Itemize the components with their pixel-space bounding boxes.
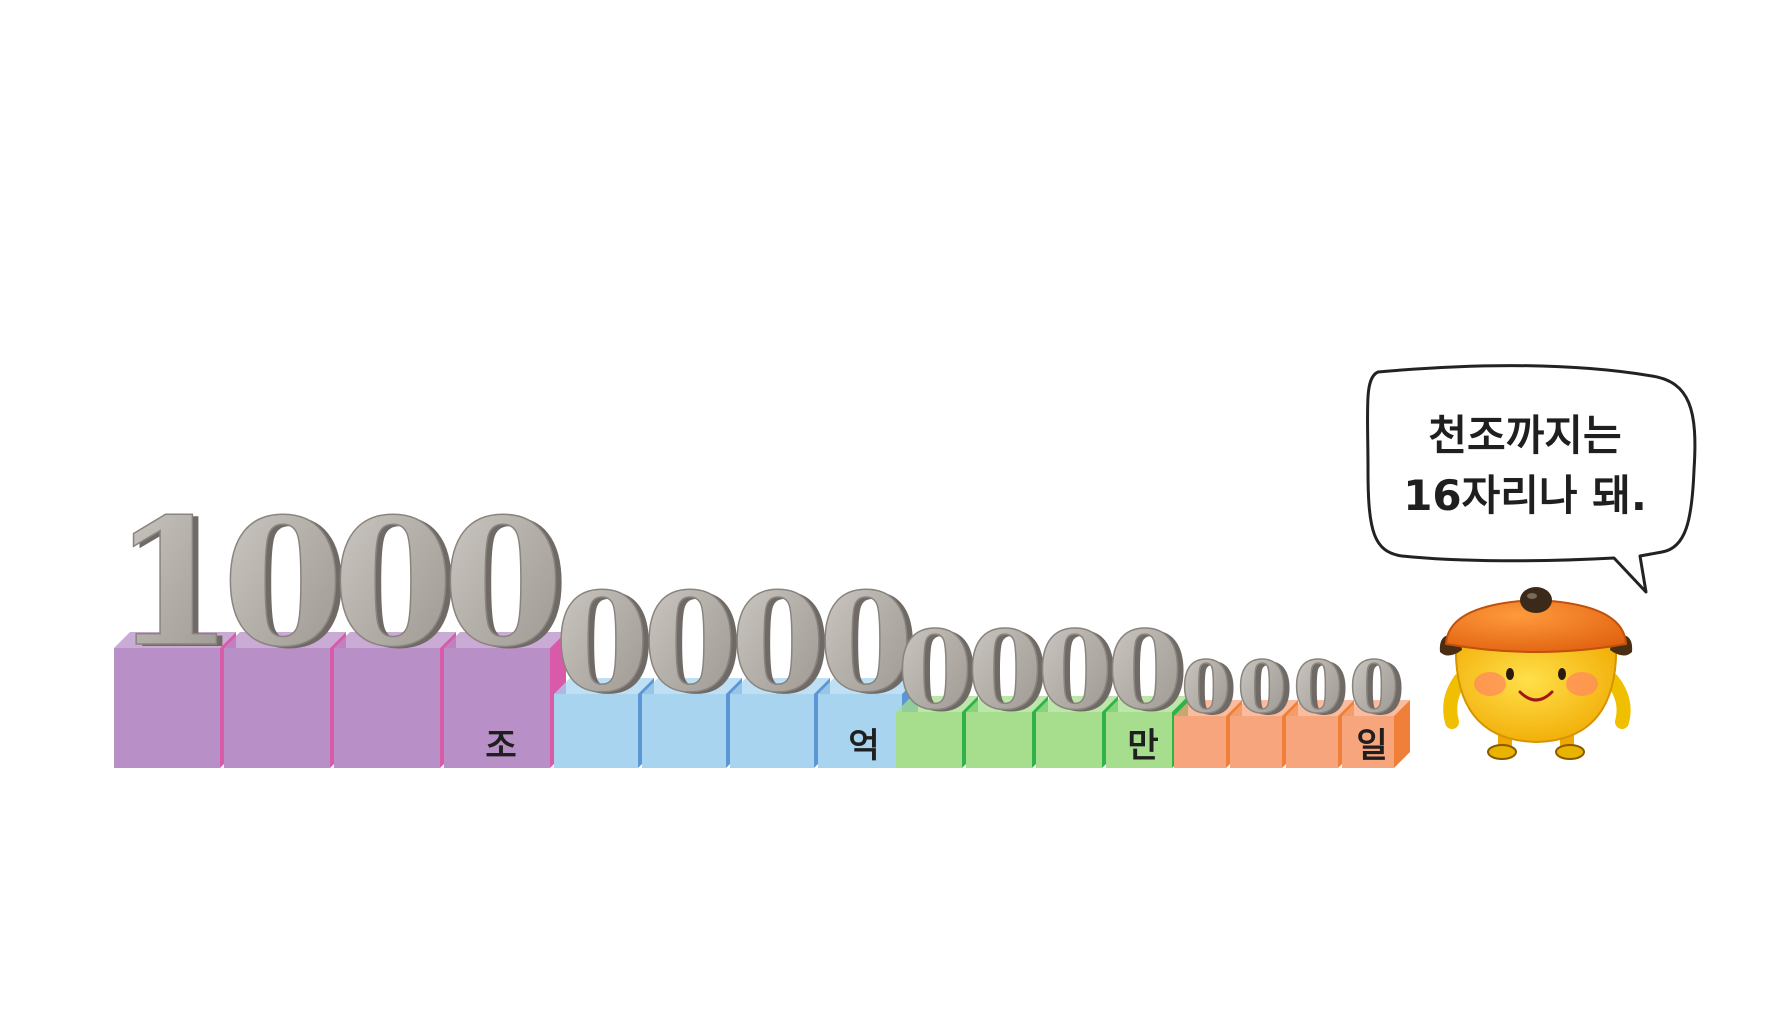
digit: 0 — [555, 564, 649, 723]
place-block — [444, 648, 550, 768]
place-block-top — [642, 678, 742, 694]
unit-label: 조 — [485, 726, 517, 766]
digit-shadow: 0 — [973, 609, 1048, 736]
place-block — [730, 694, 814, 768]
place-value-blocks — [114, 632, 1410, 768]
digit-shadow: 0 — [1243, 647, 1293, 731]
place-block-top — [1286, 700, 1354, 716]
place-block-top — [114, 632, 236, 648]
digit-shadow: 0 — [1299, 647, 1349, 731]
digit-shadow: 0 — [737, 566, 831, 725]
digit: 0 — [1237, 645, 1287, 729]
digit: 0 — [332, 481, 454, 686]
digit: 1 — [112, 481, 234, 686]
digit: 0 — [1037, 607, 1112, 734]
place-block — [1286, 716, 1338, 768]
place-block-top — [1174, 700, 1242, 716]
speech-bubble-line-2: 16자리나 돼. — [1403, 471, 1647, 520]
place-block-top — [224, 632, 346, 648]
digit-shadow: 0 — [561, 566, 655, 725]
place-block — [642, 694, 726, 768]
place-block — [966, 712, 1032, 768]
place-block — [1106, 712, 1172, 768]
digit-shadow: 0 — [1187, 647, 1237, 731]
place-block-top — [818, 678, 918, 694]
place-block-top — [554, 678, 654, 694]
digit: 0 — [643, 564, 737, 723]
place-block — [334, 648, 440, 768]
place-block — [1036, 712, 1102, 768]
place-block — [1230, 716, 1282, 768]
digit: 0 — [819, 564, 913, 723]
digit: 0 — [222, 481, 344, 686]
digit: 0 — [1293, 645, 1343, 729]
digit-shadow: 0 — [649, 566, 743, 725]
place-block — [114, 648, 220, 768]
place-block-top — [730, 678, 830, 694]
place-block — [224, 648, 330, 768]
digit-shadow: 1 — [118, 483, 240, 688]
place-block-top — [1230, 700, 1298, 716]
place-block-top — [1036, 696, 1118, 712]
digit-shadow: 0 — [448, 483, 570, 688]
digit-shadow: 0 — [825, 566, 919, 725]
digit-shadow: 0 — [903, 609, 978, 736]
place-block — [896, 712, 962, 768]
place-block — [1174, 716, 1226, 768]
digit-shadow: 0 — [228, 483, 350, 688]
place-block-top — [896, 696, 978, 712]
digit: 0 — [1349, 645, 1399, 729]
digit-shadow: 0 — [1355, 647, 1405, 731]
digit: 0 — [967, 607, 1042, 734]
place-block — [554, 694, 638, 768]
digit: 0 — [442, 481, 564, 686]
place-block-top — [1106, 696, 1188, 712]
digit-shadow: 0 — [1043, 609, 1118, 736]
digit: 0 — [1181, 645, 1231, 729]
digit: 0 — [1107, 607, 1182, 734]
speech-bubble-line-1: 천조까지는 — [1428, 411, 1622, 460]
digit: 0 — [897, 607, 972, 734]
pot-mascot-icon — [1439, 587, 1633, 760]
place-block — [818, 694, 902, 768]
place-block — [1342, 716, 1394, 768]
digit-shadow: 0 — [338, 483, 460, 688]
place-block-top — [334, 632, 456, 648]
speech-bubble — [1365, 364, 1697, 594]
unit-label: 만 — [1127, 726, 1159, 766]
place-block-edge — [1394, 700, 1410, 768]
digit-shadow: 0 — [1113, 609, 1188, 736]
unit-label: 억 — [848, 726, 880, 766]
digit: 0 — [731, 564, 825, 723]
unit-label: 일 — [1356, 726, 1388, 766]
place-block-top — [966, 696, 1048, 712]
place-block-top — [1342, 700, 1410, 716]
place-block-top — [444, 632, 566, 648]
